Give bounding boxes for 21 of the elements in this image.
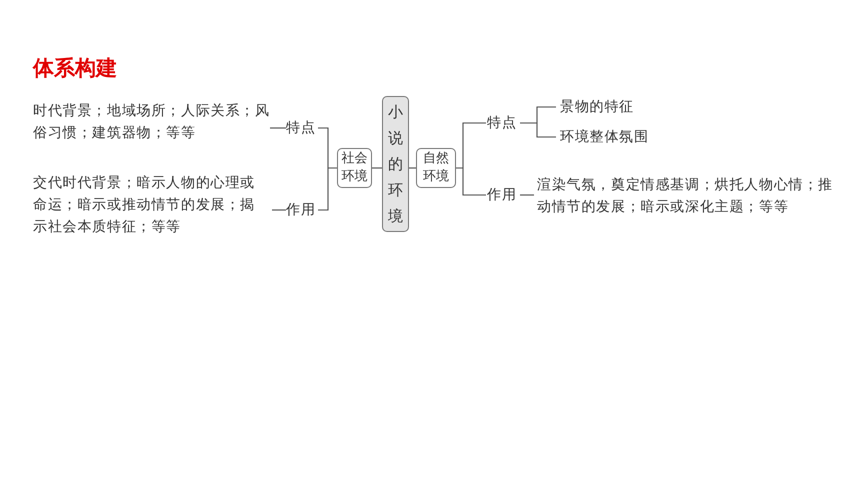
topic-box: 小说的环境 [382,96,409,232]
connector-line [456,167,486,196]
description-text: 时代背景；地域场所；人际关系；风俗习惯；建筑器物；等等 [33,100,273,144]
connector-line [372,167,382,169]
connector-line [318,167,337,211]
connector-line [520,122,556,138]
branch-label: 景物的特征 [560,96,670,118]
branch-label: 环境整体氛围 [560,126,690,148]
connector-line [270,127,286,129]
category-box: 社会环境 [337,148,372,188]
branch-label: 作用 [487,184,520,206]
connector-line [409,167,416,169]
branch-label: 特点 [286,117,318,139]
connector-line [272,209,286,211]
heading: 体系构建 [33,55,117,82]
description-text: 交代时代背景；暗示人物的心理或命运；暗示或推动情节的发展；揭示社会本质特征；等等 [33,172,267,238]
category-box: 自然环境 [416,148,456,188]
branch-label: 作用 [286,199,318,221]
description-text: 渲染气氛，奠定情感基调；烘托人物心情；推动情节的发展；暗示或深化主题；等等 [537,174,837,218]
branch-label: 特点 [487,112,520,134]
connector-line [520,194,534,196]
